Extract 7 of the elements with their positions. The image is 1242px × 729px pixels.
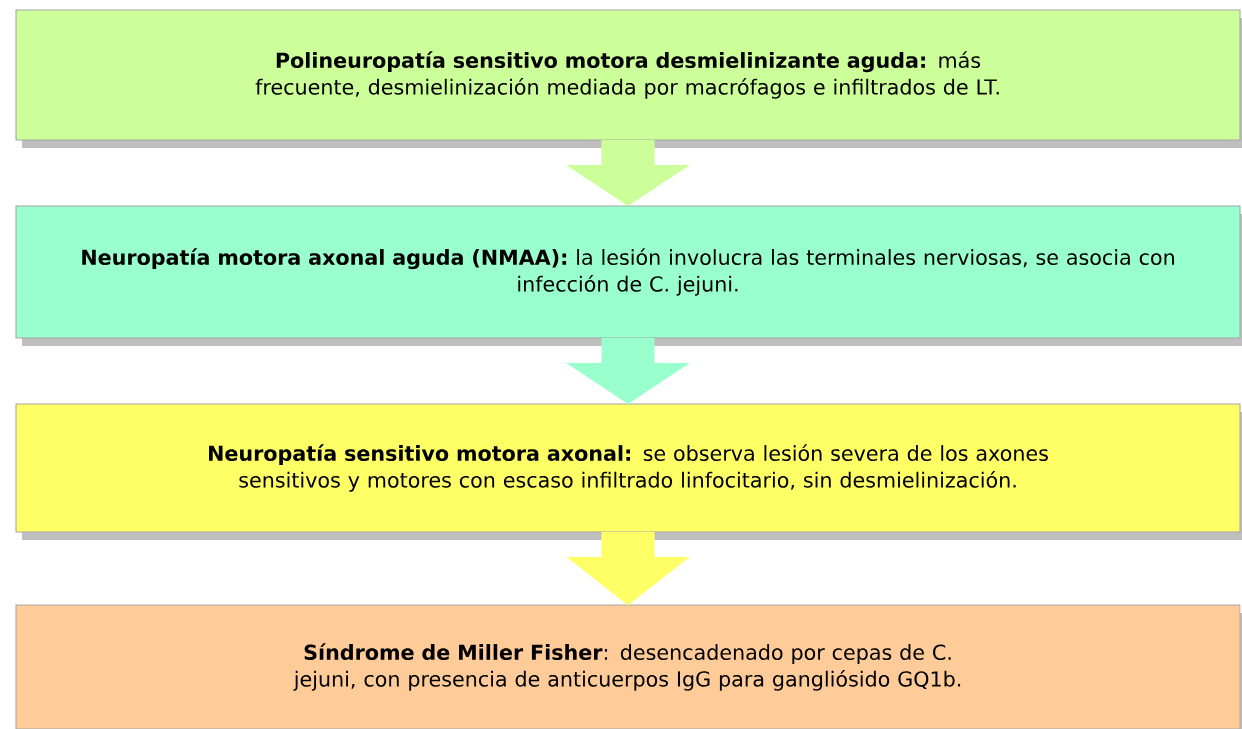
block-arrow	[566, 338, 690, 405]
text-box: Síndrome de Miller Fisher: desencadenado por cepas de C. jejuni, con presencia de anticuerpos IgG para gangliósido GQ1b.	[15, 604, 1242, 729]
block-arrow	[566, 532, 690, 606]
block-arrow	[566, 140, 690, 207]
text-box: Neuropatía sensitivo motora axonal: se observa lesión severa de los axones sensitivos y motores con escaso infiltrado linfocitario, sin desmielinización.	[15, 403, 1242, 540]
text-box: Polineuropatía sensitivo motora desmielinizante aguda: más frecuente, desmielinización mediada por macrófagos e infiltrados de LT.	[15, 9, 1242, 148]
text-box: Neuropatía motora axonal aguda (NMAA): la lesión involucra las terminales nerviosas, se asocia con infección de C. jejuni.	[15, 205, 1242, 346]
